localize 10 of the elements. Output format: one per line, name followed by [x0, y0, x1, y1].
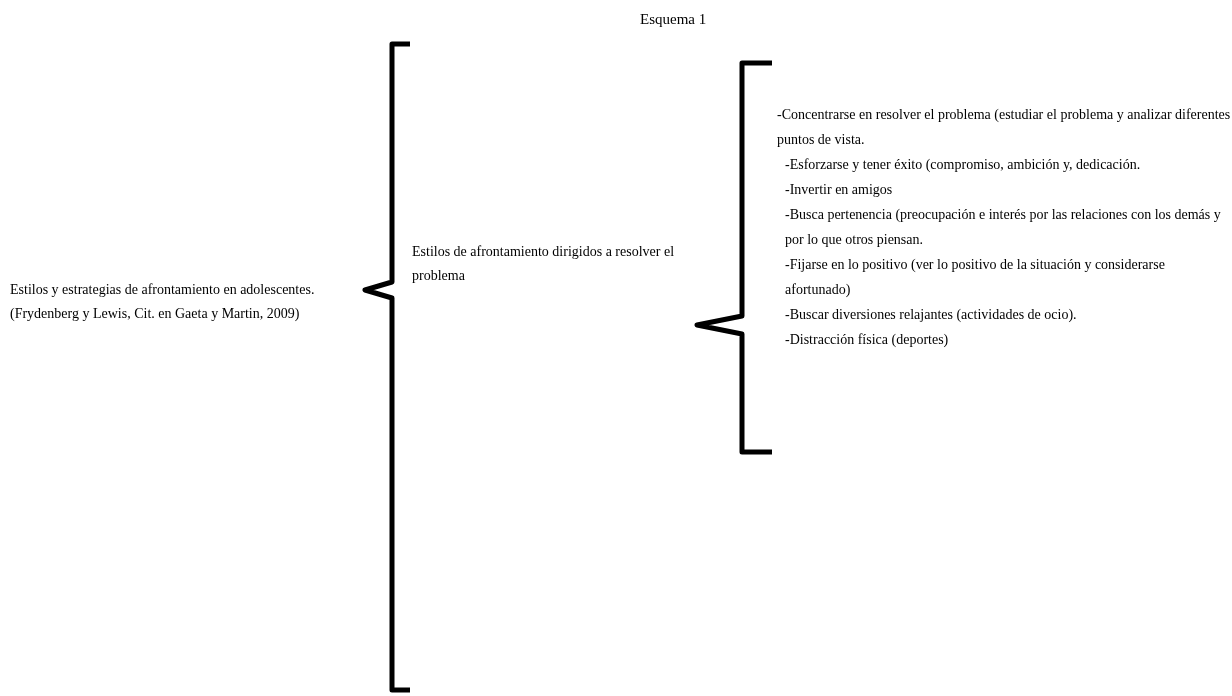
diagram-title: Esquema 1 [640, 11, 707, 28]
list-item-text: -Distracción física (deportes) [784, 331, 950, 349]
list-item-text: -Busca pertenencia (preocupación e interés por las relaciones con los demás y por lo que otros piensan. [784, 206, 1222, 249]
node-text: Estilos de afrontamiento dirigidos a resolver el problema [412, 243, 676, 285]
list-item-text: -Invertir en amigos [784, 181, 894, 199]
list-item-text: -Concentrarse en resolver el problema (estudiar el problema y analizar diferentes puntos de vista. [777, 106, 1232, 149]
list-item-text: -Fijarse en lo positivo (ver lo positivo de la situación y considerarse afortunado) [784, 256, 1166, 299]
node-text: Estilos y estrategias de afrontamiento en adolescentes.(Frydenberg y Lewis, Cit. en Gaeta y Martin, 2009) [10, 281, 316, 323]
list-item-text: -Buscar diversiones relajantes (actividades de ocio). [784, 306, 1078, 324]
list-item-text: -Esforzarse y tener éxito (compromiso, ambición y, dedicación. [784, 156, 1142, 174]
